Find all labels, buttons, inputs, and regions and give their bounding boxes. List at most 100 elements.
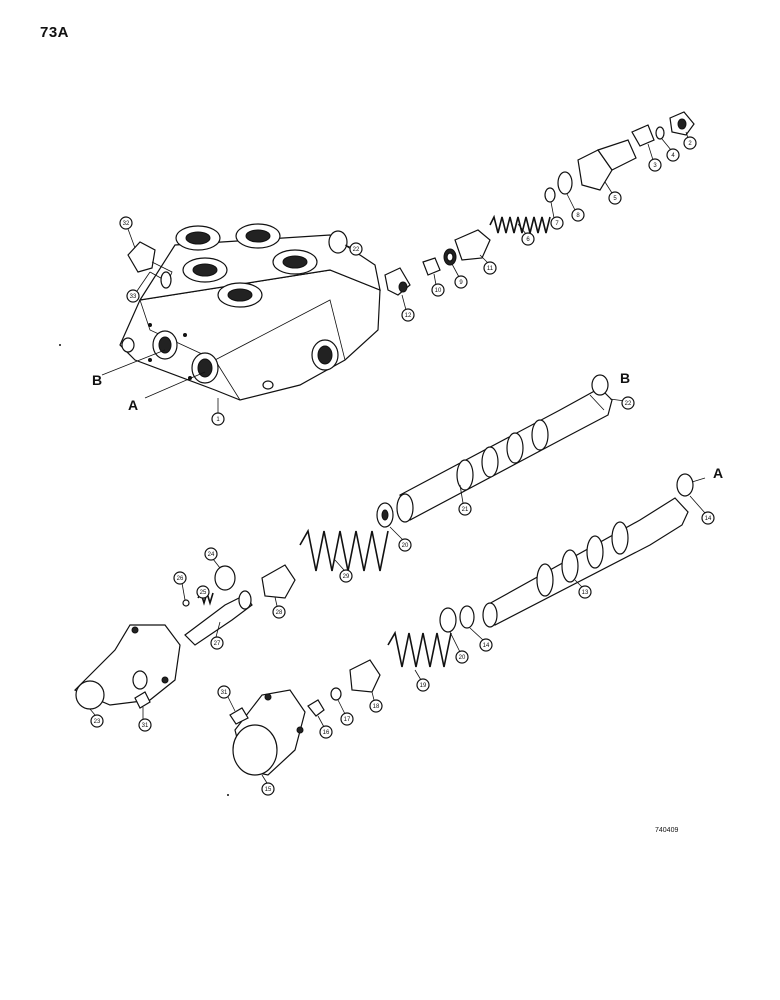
page-number: 73A	[40, 24, 70, 41]
callout-17: 17	[340, 712, 354, 726]
spool-label-a: A	[713, 465, 723, 481]
callout-28: 28	[272, 605, 286, 619]
callout-10: 10	[431, 283, 445, 297]
svg-text:21: 21	[462, 507, 469, 513]
callout-15: 15	[261, 782, 275, 796]
svg-text:10: 10	[435, 288, 442, 294]
detent-parts	[182, 565, 253, 646]
end-cap	[232, 689, 306, 776]
spring-seat-lower	[349, 659, 381, 693]
drawing-code: 740409	[655, 827, 679, 834]
svg-text:31: 31	[221, 690, 228, 696]
callout-16: 16	[319, 725, 333, 739]
spool-label-b: B	[620, 370, 630, 386]
svg-text:25: 25	[200, 590, 207, 596]
svg-text:20: 20	[459, 655, 466, 661]
callout-26: 26	[173, 571, 187, 585]
svg-text:3: 3	[653, 163, 657, 169]
svg-text:12: 12	[405, 313, 412, 319]
callout-23: 23	[90, 714, 104, 728]
spool-lower	[482, 497, 689, 628]
spring-seat-upper	[261, 564, 296, 599]
svg-text:31: 31	[142, 723, 149, 729]
callout-13: 13	[578, 585, 592, 599]
callout-20-upper: 20	[398, 538, 412, 552]
svg-text:24: 24	[208, 552, 215, 558]
svg-text:26: 26	[177, 576, 184, 582]
port-label-b: B	[92, 372, 102, 388]
svg-text:20: 20	[402, 543, 409, 549]
screw-31-right	[229, 707, 249, 725]
svg-text:9: 9	[459, 280, 463, 286]
svg-text:22: 22	[353, 247, 360, 253]
svg-text:4: 4	[671, 153, 675, 159]
callout-20-lower: 20	[455, 650, 469, 664]
callout-12: 12	[401, 308, 415, 322]
callout-31-right: 31	[217, 685, 231, 699]
svg-text:17: 17	[344, 717, 351, 723]
svg-text:28: 28	[276, 610, 283, 616]
o-ring-b	[591, 374, 609, 396]
svg-text:6: 6	[526, 237, 530, 243]
callout-21: 21	[458, 502, 472, 516]
relief-valve-parts	[384, 111, 695, 296]
svg-text:1: 1	[216, 417, 220, 423]
callout-32: 32	[119, 216, 133, 230]
fitting-plug	[127, 241, 173, 289]
o-ring-a	[676, 473, 694, 497]
callout-11: 11	[483, 261, 497, 275]
callout-22-upper: 22	[349, 242, 363, 256]
callout-2: 2	[683, 136, 697, 150]
callout-31-left: 31	[138, 718, 152, 732]
callout-7: 7	[550, 216, 564, 230]
svg-text:14: 14	[705, 516, 712, 522]
svg-text:5: 5	[613, 196, 617, 202]
washer-17	[330, 687, 342, 701]
svg-text:2: 2	[688, 141, 692, 147]
svg-text:19: 19	[420, 683, 427, 689]
callout-8: 8	[571, 208, 585, 222]
callout-5: 5	[608, 191, 622, 205]
svg-text:14: 14	[483, 643, 490, 649]
svg-text:7: 7	[555, 221, 559, 227]
port-label-a: A	[128, 397, 138, 413]
callout-27: 27	[210, 636, 224, 650]
callout-14-lower: 14	[479, 638, 493, 652]
callout-14-upper: 14	[701, 511, 715, 525]
o-ring-lower	[459, 605, 475, 629]
callout-22-lower: 22	[621, 396, 635, 410]
svg-text:27: 27	[214, 641, 221, 647]
svg-text:23: 23	[94, 719, 101, 725]
svg-text:29: 29	[343, 574, 350, 580]
callout-6: 6	[521, 232, 535, 246]
svg-text:32: 32	[123, 221, 130, 227]
callout-18: 18	[369, 699, 383, 713]
callout-33: 33	[126, 289, 140, 303]
svg-text:18: 18	[373, 704, 380, 710]
svg-text:13: 13	[582, 590, 589, 596]
svg-text:33: 33	[130, 294, 137, 300]
callout-1: 1	[211, 412, 225, 426]
svg-text:15: 15	[265, 787, 272, 793]
screw-16	[307, 699, 325, 717]
callout-9: 9	[454, 275, 468, 289]
washer-lower	[439, 607, 457, 633]
svg-text:11: 11	[487, 266, 494, 272]
leader-lines	[89, 131, 706, 784]
callout-29: 29	[339, 569, 353, 583]
detent-housing	[73, 624, 181, 710]
spring-lower	[387, 630, 452, 668]
valve-body	[119, 223, 381, 401]
spool-upper	[396, 387, 613, 523]
spring-upper	[299, 528, 389, 572]
callout-24: 24	[204, 547, 218, 561]
callout-3: 3	[648, 158, 662, 172]
svg-text:16: 16	[323, 730, 330, 736]
o-ring-upper	[328, 230, 348, 254]
screw-31-left	[134, 691, 151, 709]
callout-19: 19	[416, 678, 430, 692]
svg-text:22: 22	[625, 401, 632, 407]
svg-text:8: 8	[576, 213, 580, 219]
callout-25: 25	[196, 585, 210, 599]
